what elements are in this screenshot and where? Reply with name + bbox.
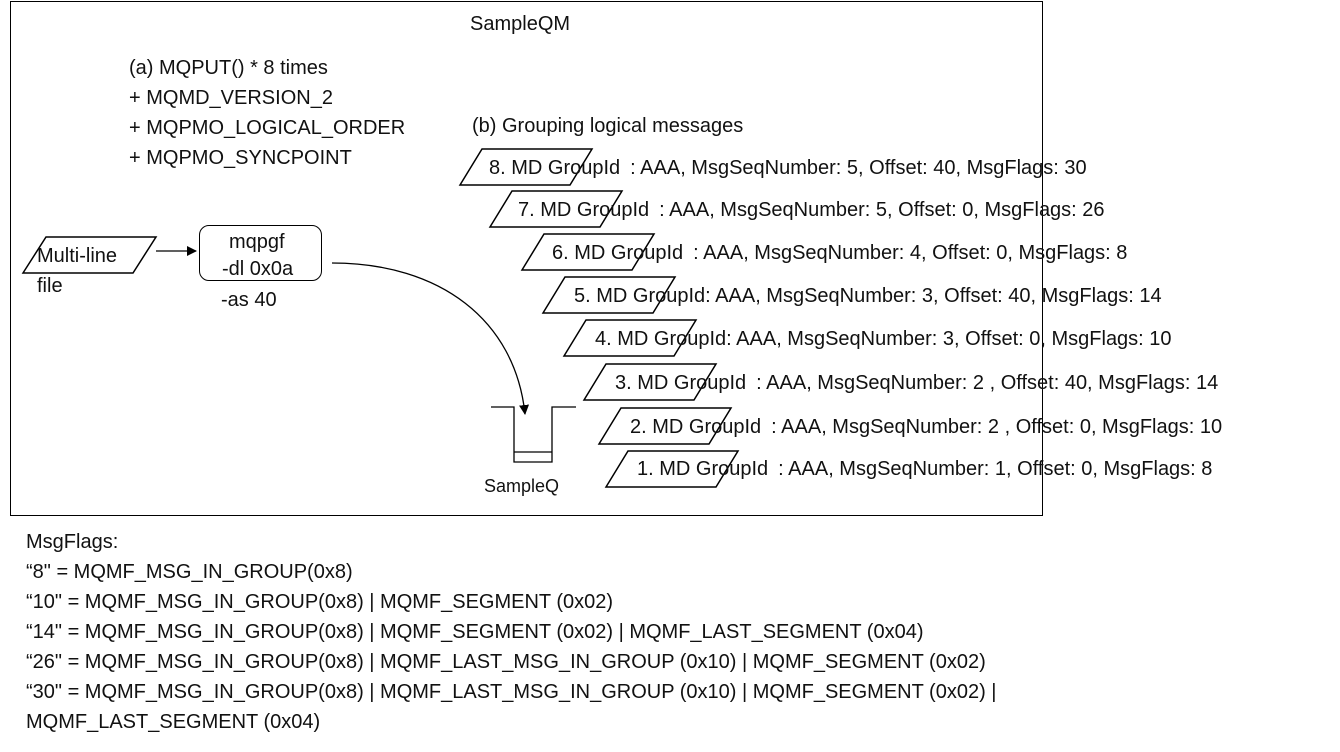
queue-manager-frame (10, 1, 1043, 516)
legend-line-8: “8" = MQMF_MSG_IN_GROUP(0x8) (26, 561, 353, 583)
queue-label: SampleQ (484, 476, 560, 496)
legend-line-14: “14" = MQMF_MSG_IN_GROUP(0x8) | MQMF_SEG… (26, 621, 924, 643)
put-option-line-3: + MQPMO_LOGICAL_ORDER (129, 117, 406, 139)
message-6: 6. MD GroupId : AAA, MsgSeqNumber: 4, Of… (552, 242, 1128, 264)
message-shape-6 (520, 233, 656, 271)
legend-line-30: “30" = MQMF_MSG_IN_GROUP(0x8) | MQMF_LAS… (26, 681, 997, 703)
put-option-line-2: + MQMD_VERSION_2 (129, 87, 333, 109)
legend-line-10: “10" = MQMF_MSG_IN_GROUP(0x8) | MQMF_SEG… (26, 591, 614, 613)
tool-name: mqpgf (229, 231, 285, 253)
message-shape-4 (562, 319, 698, 357)
legend-heading: MsgFlags: (26, 531, 119, 553)
message-shapes (458, 148, 740, 488)
put-option-line-1: (a) MQPUT() * 8 times (129, 57, 328, 79)
message-1: 1. MD GroupId : AAA, MsgSeqNumber: 1, Of… (637, 458, 1213, 480)
grouping-title: (b) Grouping logical messages (472, 115, 744, 137)
message-8: 8. MD GroupId : AAA, MsgSeqNumber: 5, Of… (489, 157, 1087, 179)
queue-manager-title: SampleQM (470, 13, 571, 35)
message-shape-5 (541, 276, 677, 314)
message-shape-8 (458, 148, 594, 186)
message-shape-2 (597, 407, 733, 445)
message-shape-7 (488, 190, 624, 228)
input-file-shape (21, 236, 158, 274)
arrow-tool-to-queue (331, 262, 530, 415)
input-file-label-2: file (37, 275, 63, 297)
message-7: 7. MD GroupId : AAA, MsgSeqNumber: 5, Of… (518, 199, 1105, 221)
put-option-line-4: + MQPMO_SYNCPOINT (129, 147, 352, 169)
input-file-label-1: Multi-line (37, 245, 118, 267)
message-2: 2. MD GroupId : AAA, MsgSeqNumber: 2 , O… (630, 416, 1223, 438)
tool-option-dl: -dl 0x0a (222, 258, 294, 280)
message-5: 5. MD GroupId: AAA, MsgSeqNumber: 3, Off… (574, 285, 1162, 307)
tool-option-as: -as 40 (221, 289, 277, 311)
message-shape-3 (582, 363, 718, 401)
message-shape-1 (604, 450, 740, 488)
tool-box (199, 225, 322, 281)
legend-line-30-cont: MQMF_LAST_SEGMENT (0x04) (26, 711, 321, 733)
queue-shape (491, 406, 576, 463)
message-4: 4. MD GroupId: AAA, MsgSeqNumber: 3, Off… (595, 328, 1172, 350)
legend-line-26: “26" = MQMF_MSG_IN_GROUP(0x8) | MQMF_LAS… (26, 651, 986, 673)
message-3: 3. MD GroupId : AAA, MsgSeqNumber: 2 , O… (615, 372, 1219, 394)
